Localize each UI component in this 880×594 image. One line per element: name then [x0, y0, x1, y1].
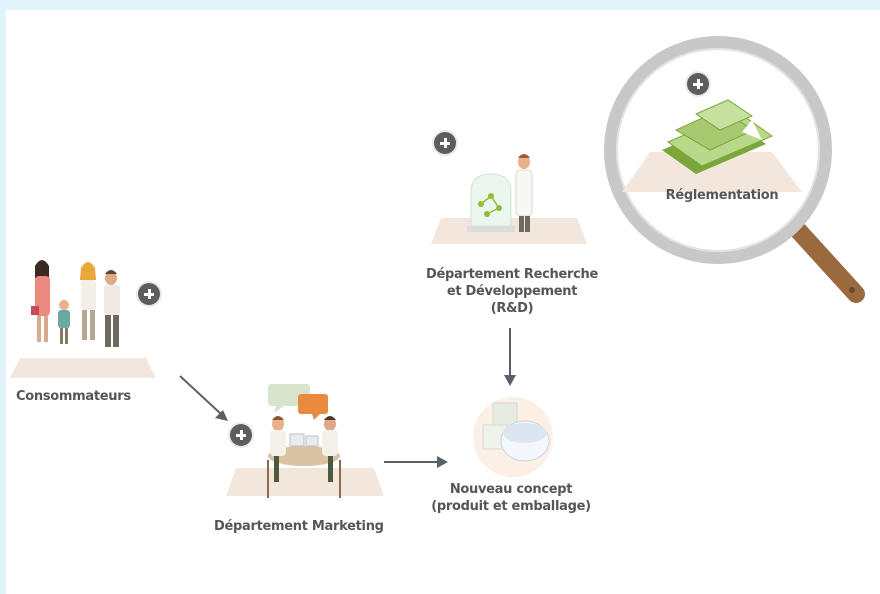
- rd-label-line2: et Développement: [446, 284, 578, 299]
- plus-icon-consommateurs[interactable]: [138, 283, 160, 305]
- node-rd[interactable]: Département Recherche et Développement (…: [411, 130, 611, 320]
- node-concept[interactable]: Nouveau concept (produit et emballage): [421, 395, 601, 520]
- reglementation-label: Réglementation: [665, 188, 779, 203]
- plus-icon-rd[interactable]: [434, 132, 456, 154]
- rd-label-line3: (R&D): [490, 301, 534, 316]
- consommateurs-label: Consommateurs: [16, 389, 131, 404]
- marketing-label: Département Marketing: [214, 519, 384, 534]
- magnifier-icon: [604, 36, 865, 303]
- rd-label-line1: Département Recherche: [426, 267, 598, 282]
- concept-label-line2: (produit et emballage): [431, 499, 591, 514]
- diagram-canvas: Consommateurs Département Marketing: [6, 10, 880, 594]
- plus-icon-reglementation[interactable]: [687, 73, 709, 95]
- plus-icon-marketing[interactable]: [230, 424, 252, 446]
- node-reglementation[interactable]: Réglementation: [602, 32, 872, 312]
- documents-illustration: [662, 99, 774, 174]
- arrow-rd-to-concept: [504, 328, 516, 386]
- concept-label-line1: Nouveau concept: [449, 482, 573, 497]
- rd-illustration: [431, 154, 587, 244]
- arrow-marketing-to-concept: [384, 456, 448, 468]
- consumers-illustration: [10, 260, 156, 378]
- arrow-consommateurs-to-marketing: [179, 375, 228, 421]
- node-consommateurs[interactable]: Consommateurs: [6, 250, 176, 404]
- marketing-illustration: [226, 384, 384, 498]
- node-marketing[interactable]: Département Marketing: [206, 380, 406, 534]
- concept-illustration: [473, 397, 553, 477]
